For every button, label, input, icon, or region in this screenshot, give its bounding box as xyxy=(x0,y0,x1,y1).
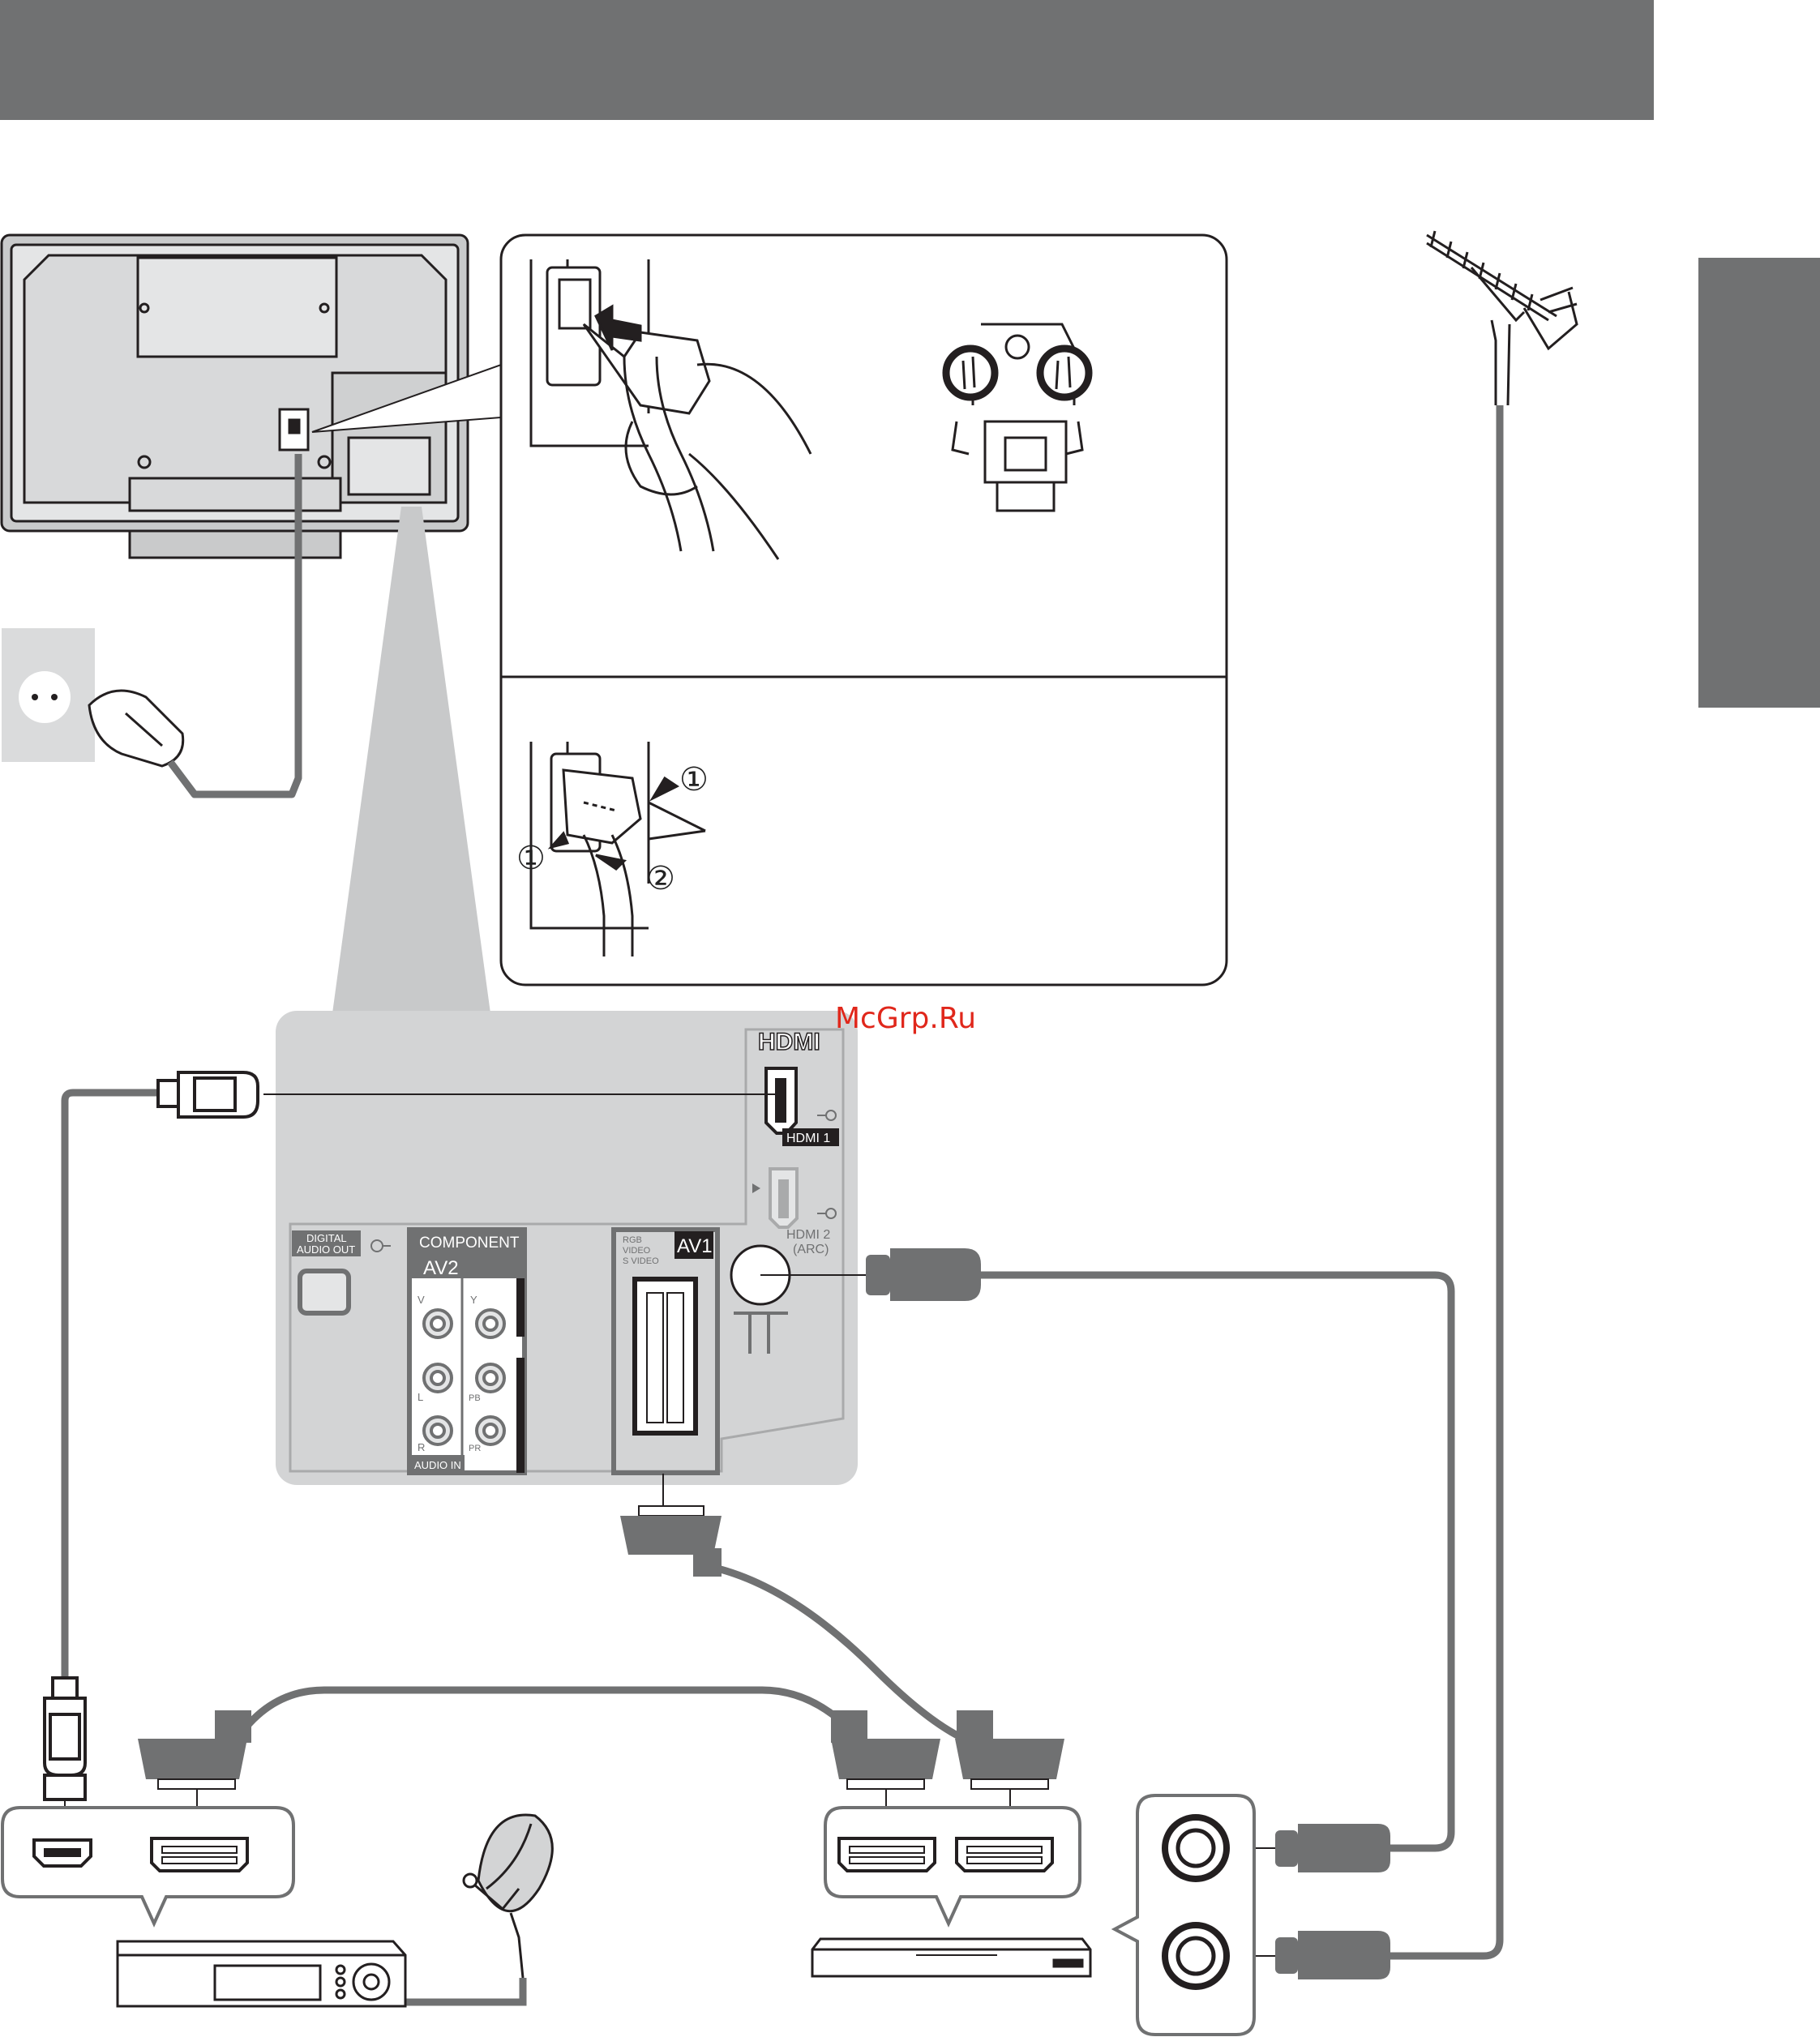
scart-signal-video: VIDEO xyxy=(623,1246,651,1256)
hdmi1-label: HDMI 1 xyxy=(786,1132,830,1145)
step-pull: ② xyxy=(646,861,675,897)
stb-scart-port xyxy=(152,1838,247,1871)
jack-v-label: V xyxy=(418,1294,425,1306)
hdmi2-label-line2: (ARC) xyxy=(793,1243,829,1256)
hdmi1-port xyxy=(766,1068,796,1133)
jack-y-label: Y xyxy=(470,1294,477,1306)
jack-l-label: L xyxy=(418,1391,423,1403)
stb-hdmi-port xyxy=(34,1840,91,1866)
audio-in-label: AUDIO IN xyxy=(414,1459,461,1471)
rf-plug-tv xyxy=(866,1248,981,1301)
hdmi2-port xyxy=(770,1169,797,1227)
mains-plug xyxy=(89,691,183,766)
rf-out-port xyxy=(1165,1817,1227,1879)
optical-audio-port xyxy=(300,1271,349,1313)
hdmi-plug-bottom xyxy=(45,1678,85,1799)
jack-pb-label: PB xyxy=(469,1393,481,1403)
watermark: McGrp.Ru xyxy=(835,1002,976,1035)
scart-plug-tv xyxy=(620,1506,722,1577)
satellite-dish-icon xyxy=(464,1815,552,1978)
set-top-box xyxy=(118,1941,405,2006)
wall-socket xyxy=(2,628,95,762)
step-press-right: ① xyxy=(679,762,709,798)
scart-signal-rgb: RGB xyxy=(623,1235,642,1245)
component-label: COMPONENT xyxy=(419,1235,520,1252)
rf-in-port xyxy=(1165,1925,1227,1987)
side-tab xyxy=(1698,258,1820,708)
rf-cable-aerial xyxy=(1390,405,1500,1956)
zoom-cone-terminals xyxy=(332,507,490,1013)
scart-plug-stb xyxy=(138,1710,251,1789)
recorder-scart-port-1 xyxy=(839,1838,935,1871)
component-side-bar-2 xyxy=(516,1358,525,1473)
jack-pr-label: PR xyxy=(469,1444,481,1453)
satellite-cable xyxy=(405,1978,523,2002)
scart-cable-stb-recorder xyxy=(243,1690,851,1731)
hdmi-plug-top xyxy=(158,1072,258,1117)
av1-scart-port xyxy=(635,1279,696,1433)
digital-audio-label-line1: DIGITAL xyxy=(306,1232,347,1244)
recorder-scart-port-2 xyxy=(957,1838,1052,1871)
digital-audio-label-line2: AUDIO OUT xyxy=(297,1243,355,1256)
hdmi-logo: HDMI xyxy=(758,1029,820,1055)
step-press-left: ① xyxy=(516,841,546,876)
recorder xyxy=(812,1939,1090,1976)
rf-plug-recorder-in xyxy=(1275,1931,1390,1979)
scart-plug-recorder-2 xyxy=(955,1710,1064,1789)
hdmi2-label-line1: HDMI 2 xyxy=(786,1228,830,1242)
scart-plug-recorder-1 xyxy=(831,1710,940,1789)
av2-label: AV2 xyxy=(423,1257,459,1279)
rf-plug-recorder-out xyxy=(1275,1824,1390,1872)
tv-rear-view xyxy=(2,235,468,558)
scart-signal-svideo: S VIDEO xyxy=(623,1256,659,1266)
hdmi-cable xyxy=(65,1093,158,1678)
av1-label: AV1 xyxy=(677,1235,713,1257)
aerial-antenna-icon xyxy=(1427,231,1577,405)
component-side-bar xyxy=(516,1278,525,1337)
header-bar xyxy=(0,0,1654,120)
jack-r-label: R xyxy=(418,1441,425,1453)
